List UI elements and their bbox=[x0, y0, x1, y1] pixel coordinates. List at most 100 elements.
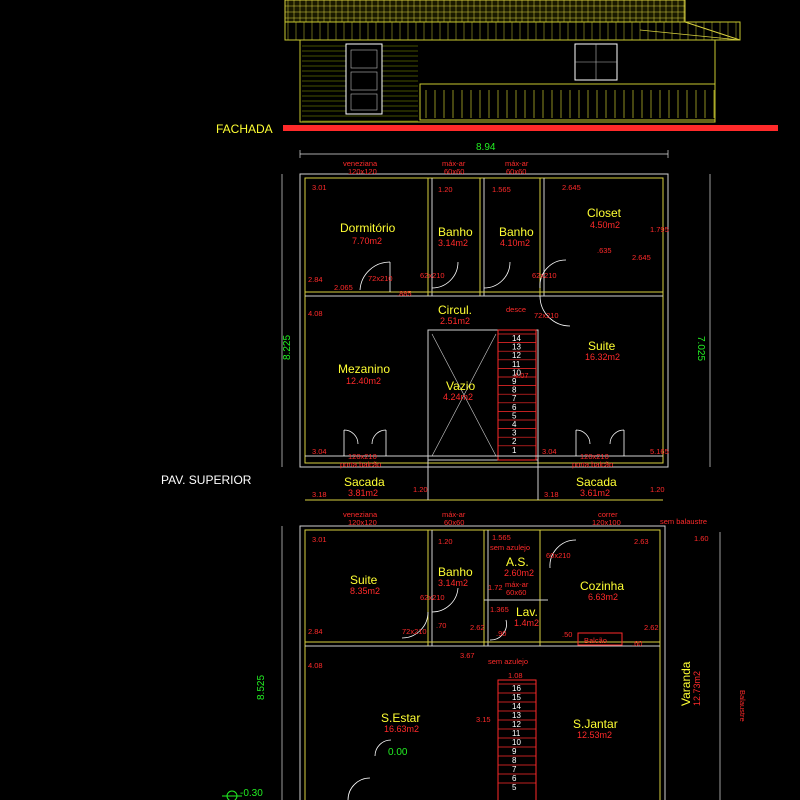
note-maxar-2: máx-ar bbox=[505, 159, 529, 168]
room-banho2: Banho bbox=[499, 225, 534, 239]
note-maxar-4-size: 60x60 bbox=[506, 588, 526, 597]
dim-1-20b: 1.20 bbox=[413, 485, 428, 494]
upper-stair bbox=[498, 333, 536, 447]
room-suite: Suite bbox=[588, 339, 616, 353]
stair-step-number: 4 bbox=[512, 420, 517, 429]
dim-3-01b: 3.01 bbox=[312, 535, 327, 544]
vazio-cross bbox=[431, 333, 497, 457]
stair-step-number: 5 bbox=[512, 411, 517, 420]
stair-step-number: 6 bbox=[512, 403, 517, 412]
note-maxar-4: máx-ar bbox=[505, 580, 529, 589]
dim-2-84b: 2.84 bbox=[308, 627, 323, 636]
dim-1-565b: 1.565 bbox=[492, 533, 511, 542]
door-60x210: 60x210 bbox=[546, 551, 571, 560]
stair-step-number: 1 bbox=[512, 446, 517, 455]
dim-2-645: 2.645 bbox=[562, 183, 581, 192]
room-closet: Closet bbox=[587, 206, 622, 220]
stair-step-number: 10 bbox=[512, 738, 521, 747]
note-maxar-2-size: 60x60 bbox=[506, 167, 526, 176]
stair-step-number: 10 bbox=[512, 368, 521, 377]
area-mezanino: 12.40m2 bbox=[346, 376, 381, 386]
door-62x210b: 62x210 bbox=[532, 271, 557, 280]
dim-0-50: .50 bbox=[562, 630, 572, 639]
note-correr: correr bbox=[598, 510, 618, 519]
room-banho-lower: Banho bbox=[438, 565, 473, 579]
door-120x210a: 120x210 bbox=[348, 452, 377, 461]
upper-notes: veneziana 120x120 máx-ar 60x60 máx-ar 60… bbox=[340, 159, 613, 469]
area-circul: 2.51m2 bbox=[440, 316, 470, 326]
room-sacada1: Sacada bbox=[344, 475, 385, 489]
dim-5-165: 5.165 bbox=[650, 447, 669, 456]
dim-1-565: 1.565 bbox=[492, 185, 511, 194]
stair-step-number: 11 bbox=[512, 360, 521, 369]
upper-room-labels: Dormitório 7.70m2 Banho 3.14m2 Banho 4.1… bbox=[338, 206, 622, 498]
dim-0-885: .885 bbox=[397, 289, 412, 298]
area-sjantar: 12.53m2 bbox=[577, 730, 612, 740]
note-balaustre: Balaustre bbox=[738, 690, 747, 722]
dim-0-60: .60 bbox=[632, 639, 642, 648]
note-sem-balaustre: sem balaustre bbox=[660, 517, 707, 526]
upper-doors bbox=[343, 259, 625, 456]
lower-notes: veneziana 120x120 máx-ar 60x60 correr 12… bbox=[343, 510, 747, 722]
stair-step-number: 11 bbox=[512, 729, 521, 738]
door-72x210a: 72x210 bbox=[368, 274, 393, 283]
lower-doors bbox=[347, 539, 577, 800]
area-suite: 16.32m2 bbox=[585, 352, 620, 362]
dim-2-065: 2.065 bbox=[334, 283, 353, 292]
area-dormitorio: 7.70m2 bbox=[352, 236, 382, 246]
upper-vertical-dims: 8.225 7.025 bbox=[281, 174, 711, 467]
lower-small-dims: 3.01 1.20 1.565 2.63 1.60 2.84 4.08 3.67… bbox=[308, 533, 709, 724]
note-desce: desce bbox=[506, 305, 526, 314]
note-porta-balcao-2: porta balcão bbox=[572, 460, 613, 469]
top-dimension: 8.94 bbox=[299, 142, 669, 158]
stair-step-number: 14 bbox=[512, 334, 521, 343]
room-as: A.S. bbox=[506, 555, 529, 569]
stair-step-number: 9 bbox=[512, 377, 517, 386]
upper-floor-label: PAV. SUPERIOR bbox=[161, 473, 252, 487]
dim-4-07: 4.07 bbox=[514, 371, 529, 380]
area-lav: 1.4m2 bbox=[514, 618, 539, 628]
door-62x210a: 62x210 bbox=[420, 271, 445, 280]
facade-label: FACHADA bbox=[216, 122, 273, 136]
dim-7-025: 7.025 bbox=[695, 336, 706, 361]
room-varanda: Varanda bbox=[679, 661, 693, 706]
note-veneziana-2-size: 120x120 bbox=[348, 518, 377, 527]
note-correr-size: 120x100 bbox=[592, 518, 621, 527]
dim-3-15: 3.15 bbox=[476, 715, 491, 724]
dim-3-01: 3.01 bbox=[312, 183, 327, 192]
level-neg: -0.30 bbox=[240, 788, 263, 799]
room-suite-lower: Suite bbox=[350, 573, 378, 587]
stair-step-number: 15 bbox=[512, 693, 521, 702]
dim-3-04b: 3.04 bbox=[542, 447, 557, 456]
area-banho2: 4.10m2 bbox=[500, 238, 530, 248]
stair-step-number: 16 bbox=[512, 684, 521, 693]
area-sacada1: 3.81m2 bbox=[348, 488, 378, 498]
dim-1-20d: 1.20 bbox=[438, 537, 453, 546]
stair-step-number: 8 bbox=[512, 386, 517, 395]
dim-0-70: .70 bbox=[436, 621, 446, 630]
upper-floor-walls bbox=[299, 173, 669, 501]
dim-2-63: 2.63 bbox=[634, 537, 649, 546]
lower-room-labels: Suite 8.35m2 Banho 3.14m2 A.S. 2.60m2 Co… bbox=[240, 555, 702, 799]
dim-3-18b: 3.18 bbox=[544, 490, 559, 499]
stair-step-number: 5 bbox=[512, 783, 517, 792]
note-veneziana-1-size: 120x120 bbox=[348, 167, 377, 176]
area-banho-lower: 3.14m2 bbox=[438, 578, 468, 588]
dim-0-90: .90 bbox=[496, 629, 506, 638]
door-72x210d: 72x210 bbox=[402, 627, 427, 636]
room-sacada2: Sacada bbox=[576, 475, 617, 489]
dim-3-18: 3.18 bbox=[312, 490, 327, 499]
area-banho1: 3.14m2 bbox=[438, 238, 468, 248]
dim-1-365: 1.365 bbox=[490, 605, 509, 614]
stair-step-number: 2 bbox=[512, 437, 517, 446]
note-balcao: Balcão bbox=[584, 636, 607, 645]
dim-2-62: 2.62 bbox=[470, 623, 485, 632]
stair-step-number: 12 bbox=[512, 720, 521, 729]
note-porta-balcao-1: porta balcão bbox=[340, 460, 381, 469]
stair-step-number: 8 bbox=[512, 756, 517, 765]
dim-0-635: .635 bbox=[597, 246, 612, 255]
level-0: 0.00 bbox=[388, 747, 408, 758]
